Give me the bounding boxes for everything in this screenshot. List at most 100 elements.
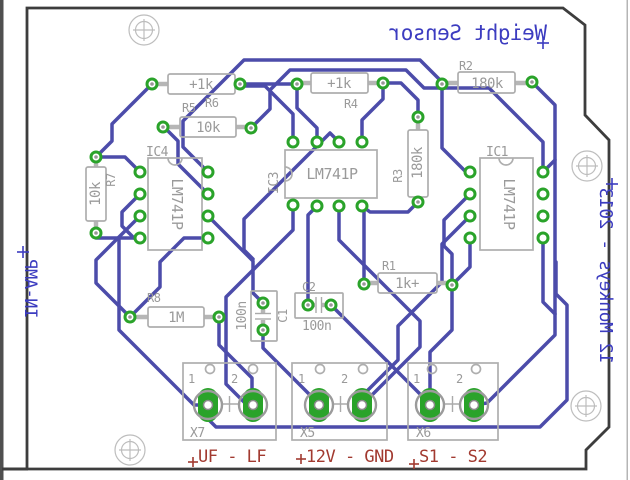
r4-value: +1k	[327, 76, 352, 92]
in-amp-origin-cross	[17, 246, 29, 258]
net-label-s1-s2: S1 - S2	[419, 447, 487, 467]
net-label-uf-lf: UF - LF	[198, 447, 266, 467]
x6-ref: X6	[416, 426, 431, 441]
r8-value: 1M	[168, 310, 184, 326]
copper-trace[interactable]	[450, 236, 472, 287]
r3-ref: R3	[391, 169, 405, 183]
fiducial-top-left	[128, 14, 160, 46]
pads	[89, 75, 550, 422]
monkeys-origin-cross	[606, 178, 618, 190]
x6-pin2-label: 2	[456, 372, 463, 386]
ic1-ref: IC1	[486, 145, 508, 160]
x7-ref: X7	[190, 426, 205, 441]
ic3-value: LM741P	[306, 165, 358, 183]
fiducial-top-right	[571, 150, 603, 182]
component-R7[interactable]: 10k R7	[85, 157, 118, 233]
x5-pin2-label: 2	[341, 372, 348, 386]
s1-s2-cross	[409, 459, 419, 469]
component-R3[interactable]: 180k R3	[391, 117, 429, 202]
component-R5[interactable]: +1k R5	[152, 73, 240, 115]
side-label-12-monkeys: 12 Monkeys - 2013	[595, 188, 616, 364]
ic3-pads[interactable]	[286, 135, 369, 213]
component-C2[interactable]: C2 100n	[294, 280, 344, 334]
fiducial-bottom-left	[114, 434, 146, 466]
r1-value: 1k+	[395, 276, 419, 292]
component-X7[interactable]: 1 2 X7	[182, 362, 277, 441]
ic1-value: LM741P	[500, 178, 518, 230]
x5-pin1-label: 1	[298, 372, 305, 386]
r1-ref: R1	[382, 259, 396, 273]
copper-trace[interactable]	[337, 204, 422, 407]
component-IC1[interactable]: IC1 LM741P	[479, 145, 534, 251]
frame-right-edge	[626, 0, 628, 480]
r4-ref: R4	[344, 97, 358, 111]
r7-value: 10k	[88, 181, 104, 206]
ic3-ref: IC3	[267, 172, 282, 194]
copper-trace[interactable]	[541, 236, 557, 316]
ic4-pads[interactable]	[133, 165, 215, 245]
component-IC3[interactable]: IC3 LM741P	[267, 149, 378, 199]
x7-pads[interactable]	[192, 388, 269, 422]
copper-trace[interactable]	[381, 81, 420, 119]
copper-trace[interactable]	[94, 155, 142, 174]
component-R1[interactable]: 1k+ R1	[364, 259, 452, 294]
copper-traces	[94, 58, 569, 429]
r6-ref: R6	[205, 96, 219, 110]
component-IC4[interactable]: IC4 LM741P	[146, 145, 203, 251]
uf-lf-cross	[188, 457, 198, 467]
copper-trace[interactable]	[360, 200, 420, 214]
pad-group[interactable]	[89, 75, 539, 337]
board-outline	[25, 6, 611, 471]
copper-trace[interactable]	[94, 82, 154, 159]
copper-trace[interactable]	[442, 192, 472, 287]
x6-pads[interactable]	[414, 388, 490, 422]
board-title-origin-cross	[537, 37, 549, 49]
copper-trace[interactable]	[181, 58, 444, 174]
copper-trace[interactable]	[206, 214, 265, 305]
r6-value: 10k	[196, 120, 221, 136]
copper-trace[interactable]	[249, 68, 545, 174]
copper-trace[interactable]	[242, 131, 341, 261]
x7-pin2-label: 2	[231, 372, 238, 386]
side-label-in-amp: IN-AMP	[20, 260, 40, 319]
x6-pin1-label: 1	[413, 372, 420, 386]
ic4-ref: IC4	[146, 145, 169, 160]
copper-trace[interactable]	[360, 205, 366, 286]
fiducial-bottom-right	[570, 390, 602, 422]
copper-trace[interactable]	[530, 80, 557, 174]
copper-trace[interactable]	[295, 82, 319, 144]
copper-trace[interactable]	[94, 214, 142, 319]
component-R4[interactable]: +1k R4	[297, 72, 383, 111]
r8-ref: R8	[147, 291, 161, 305]
component-R2[interactable]: 180k R2	[442, 59, 532, 94]
component-X5[interactable]: 1 2 X5	[291, 362, 388, 441]
r2-value: 180k	[471, 76, 504, 92]
component-X6[interactable]: 1 2 X6	[407, 362, 499, 441]
ic4-value: LM741P	[168, 178, 186, 230]
copper-trace[interactable]	[329, 303, 432, 406]
x5-pads[interactable]	[303, 388, 378, 422]
copper-trace[interactable]	[128, 236, 210, 319]
copper-trace[interactable]	[440, 82, 472, 174]
r5-value: +1k	[189, 77, 214, 93]
r5-ref: R5	[182, 101, 196, 115]
copper-trace[interactable]	[428, 283, 454, 407]
ic1-pads[interactable]	[463, 165, 550, 245]
copper-trace[interactable]	[360, 81, 385, 144]
copper-trace[interactable]	[162, 125, 210, 196]
12v-gnd-cross	[296, 454, 306, 464]
board-title-mirrored: Weight Sensor	[389, 21, 547, 45]
component-R6[interactable]: 10k R6	[163, 96, 251, 138]
x5-ref: X5	[300, 426, 315, 441]
component-R8[interactable]: 1M R8	[130, 291, 219, 328]
c1-value: 100n	[235, 301, 250, 330]
x7-pin1-label: 1	[188, 372, 195, 386]
r2-ref: R2	[459, 59, 473, 73]
frame-left-edge	[0, 0, 4, 480]
r3-value: 180k	[410, 146, 426, 179]
net-label-12v-gnd: 12V - GND	[306, 447, 394, 467]
c2-value: 100n	[302, 319, 331, 334]
c1-ref: C1	[276, 309, 290, 323]
r7-ref: R7	[104, 173, 118, 187]
